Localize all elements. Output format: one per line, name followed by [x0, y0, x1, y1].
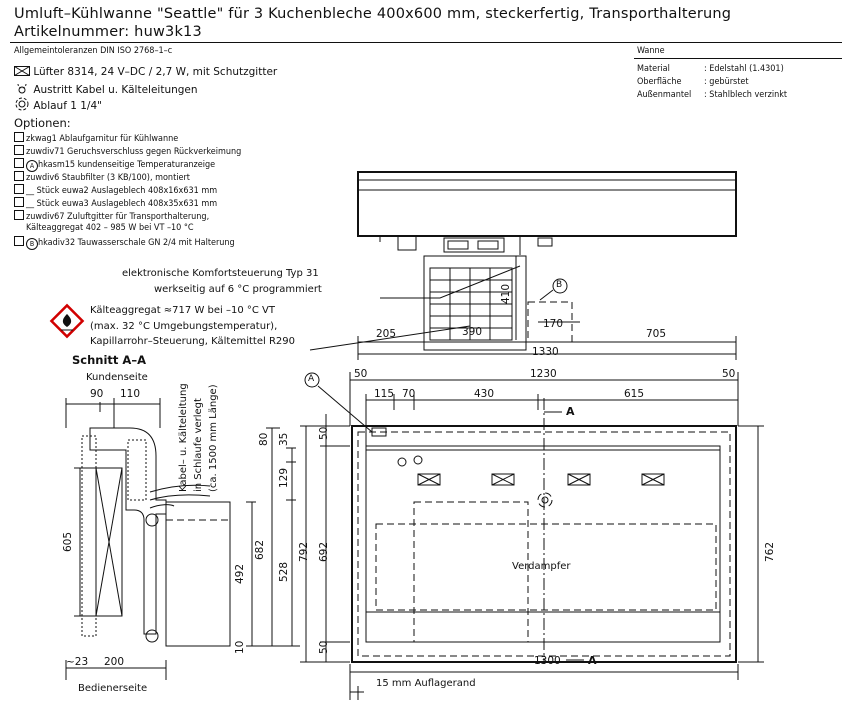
top-view	[300, 372, 764, 700]
dim-label: 792	[298, 541, 310, 562]
dim-label: 682	[254, 539, 266, 560]
fan-symbol-icon	[14, 66, 30, 76]
option-item-continued: Kälteaggregat 402 – 985 W bei VT –10 °C	[26, 223, 194, 233]
dim-label: 50	[722, 368, 736, 380]
option-text: hkadiv32 Tauwasserschale GN 2/4 mit Halt…	[38, 238, 235, 248]
cut-a-bottom: A	[588, 654, 597, 667]
circled-a-icon: A	[26, 160, 38, 172]
dim-label: 90	[90, 388, 104, 400]
option-text: __ Stück euwa2 Auslageblech 408x16x631 m…	[26, 186, 218, 196]
section-label: Schnitt A–A	[72, 353, 146, 367]
dim-label: 615	[624, 388, 645, 400]
leader-line	[309, 325, 471, 351]
control-note-1: elektronische Komfortsteuerung Typ 31	[122, 268, 319, 279]
material-table-header: Wanne	[637, 46, 665, 56]
option-item: __ Stück euwa3 Auslageblech 408x35x631 m…	[14, 197, 217, 209]
refrigeration-note-3: Kapillarrohr–Steuerung, Kältemittel R290	[90, 336, 295, 347]
dim-label: 692	[318, 541, 330, 562]
option-text: zuwdiv67 Zuluftgitter für Transporthalte…	[26, 212, 210, 222]
surface-label: Oberfläche	[637, 77, 682, 87]
refrigeration-note-2: (max. 32 °C Umgebungstemperatur),	[90, 321, 278, 332]
article-number: Artikelnummer: huw3k13	[14, 24, 202, 40]
dim-label: 390	[462, 326, 483, 338]
legend-drain-text: Ablauf 1 1/4"	[33, 100, 102, 112]
dim-label: 430	[474, 388, 495, 400]
dim-label: 528	[278, 561, 290, 582]
dim-label: 492	[234, 563, 246, 584]
cut-a-top: A	[566, 405, 575, 418]
dim-label: 129	[278, 467, 290, 488]
evaporator-label: Verdampfer	[512, 561, 571, 572]
dim-label: 50	[318, 640, 330, 654]
legend-cable: Austritt Kabel u. Kälteleitungen	[14, 82, 198, 96]
surface-value: : gebürstet	[704, 77, 749, 87]
option-item: zuwdiv71 Geruchsverschluss gegen Rückver…	[14, 145, 241, 157]
marker-a: A	[308, 374, 315, 384]
front-view	[357, 171, 737, 360]
material-label: Material	[637, 64, 670, 74]
dim-label: 205	[376, 328, 397, 340]
dim-label: 70	[402, 388, 416, 400]
dim-label: 50	[354, 368, 368, 380]
flammable-hazard-icon	[49, 303, 85, 339]
refrigeration-note-1: Kälteaggregat ≈717 W bei –10 °C VT	[90, 305, 275, 316]
drain-icon	[15, 97, 29, 111]
customer-side-label: Kundenseite	[86, 372, 148, 383]
option-text: zuwdiv6 Staubfilter (3 KB/100), montiert	[26, 173, 190, 183]
dim-label: 170	[543, 318, 564, 330]
dim-label: 1300	[534, 655, 561, 667]
dim-label: 50	[318, 426, 330, 440]
option-text: zuwdiv71 Geruchsverschluss gegen Rückver…	[26, 147, 242, 157]
cable-note-3: (ca. 1500 mm Länge)	[208, 384, 219, 492]
leader-line	[380, 265, 521, 299]
option-text: __ Stück euwa3 Auslageblech 408x35x631 m…	[26, 199, 218, 209]
legend-fan: Lüfter 8314, 24 V–DC / 2,7 W, mit Schutz…	[14, 66, 277, 78]
outer-shell-label: Außenmantel	[637, 90, 692, 100]
option-item: __ Stück euwa2 Auslageblech 408x16x631 m…	[14, 184, 217, 196]
dim-label: 110	[120, 388, 141, 400]
dim-label: ~23	[66, 656, 89, 668]
dim-label: 10	[234, 640, 246, 654]
option-item: zuwdiv67 Zuluftgitter für Transporthalte…	[14, 210, 209, 222]
dim-label: 1230	[530, 368, 557, 380]
option-text: zkwag1 Ablaufgarnitur für Kühlwanne	[26, 134, 179, 144]
dim-label: 410	[500, 283, 512, 304]
marker-b: B	[556, 280, 563, 290]
drawing-title: Umluft–Kühlwanne "Seattle" für 3 Kuchenb…	[14, 6, 732, 22]
material-value: : Edelstahl (1.4301)	[704, 64, 784, 74]
cable-note-1: Kabel– u. Kälteleitung	[178, 383, 189, 492]
option-text: hkasm15 kundenseitige Temperaturanzeige	[38, 160, 216, 170]
outer-shell-value: : Stahlblech verzinkt	[704, 90, 788, 100]
section-view	[65, 398, 300, 680]
option-item: zkwag1 Ablaufgarnitur für Kühlwanne	[14, 132, 178, 144]
option-item: zuwdiv6 Staubfilter (3 KB/100), montiert	[14, 171, 190, 183]
dim-label: 705	[646, 328, 667, 340]
dim-label: 605	[62, 531, 74, 552]
dim-label: 115	[374, 388, 395, 400]
legend-drain: Ablauf 1 1/4"	[14, 97, 102, 112]
support-edge-label: 15 mm Auflagerand	[376, 678, 476, 689]
dim-label: 200	[104, 656, 125, 668]
material-table: Wanne	[634, 46, 842, 59]
dim-label: 80	[258, 432, 270, 446]
cable-outlet-icon	[17, 83, 27, 94]
operator-side-label: Bedienerseite	[78, 683, 148, 694]
legend-fan-text: Lüfter 8314, 24 V–DC / 2,7 W, mit Schutz…	[33, 66, 278, 78]
tolerance-note: Allgemeintoleranzen DIN ISO 2768–1–c	[14, 46, 173, 56]
cable-note-2: in Schlaufe verlegt	[193, 398, 204, 492]
dim-label: 35	[278, 432, 290, 446]
options-heading: Optionen:	[14, 116, 71, 130]
control-note-2: werkseitig auf 6 °C programmiert	[154, 284, 322, 295]
legend-cable-text: Austritt Kabel u. Kälteleitungen	[33, 84, 198, 96]
dim-label: 762	[764, 541, 776, 562]
circled-b-icon: B	[26, 238, 38, 250]
title-underline	[10, 42, 842, 43]
dim-label: 1330	[532, 346, 559, 358]
